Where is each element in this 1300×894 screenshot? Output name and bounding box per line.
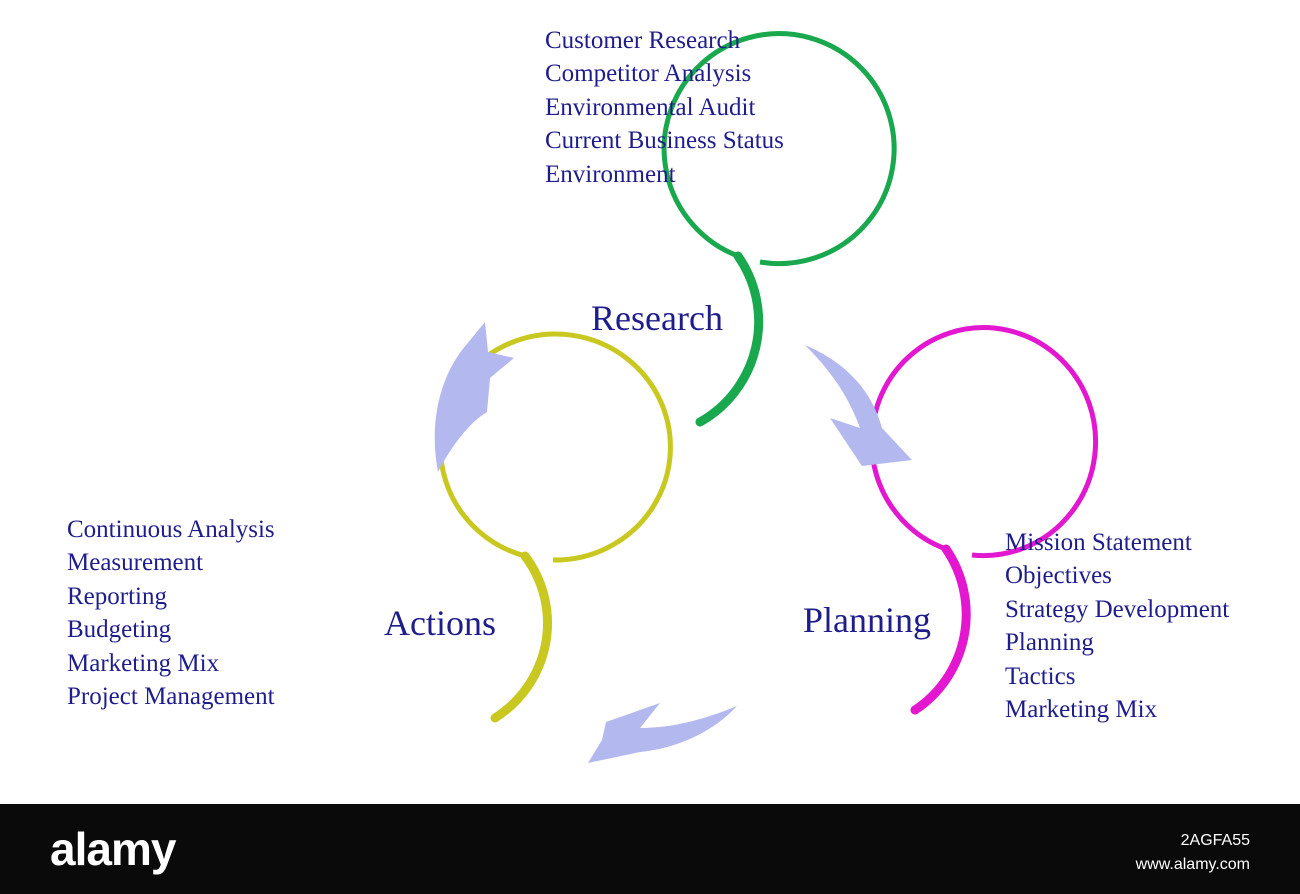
research-ring-accent — [695, 251, 764, 427]
actions-ring-accent — [490, 551, 552, 723]
list-item: Marketing Mix — [67, 649, 220, 677]
planning-circle — [869, 325, 1099, 715]
alamy-logo: alamy — [50, 823, 176, 875]
list-item: Environmental Audit — [545, 93, 756, 121]
research-node-label: Research — [591, 298, 723, 338]
list-item: Strategy Development — [1005, 595, 1230, 623]
actions-item-list: Continuous Analysis Measurement Reportin… — [67, 513, 275, 713]
arrow-planning-to-actions — [588, 703, 737, 763]
watermark-footer: alamy 2AGFA55 www.alamy.com — [0, 804, 1300, 894]
list-item: Objectives — [1005, 562, 1112, 590]
planning-ring — [869, 325, 1099, 559]
arrow-research-to-planning — [805, 345, 912, 466]
list-item: Reporting — [67, 582, 167, 610]
list-item: Mission Statement — [1005, 529, 1192, 556]
list-item: Project Management — [67, 683, 275, 711]
list-item: Marketing Mix — [1005, 696, 1158, 724]
list-item: Tactics — [1005, 662, 1076, 690]
list-item: Continuous Analysis — [67, 516, 275, 543]
planning-item-list: Mission Statement Objectives Strategy De… — [1005, 526, 1229, 726]
cycle-diagram — [434, 31, 1099, 763]
arrow-actions-to-research — [434, 322, 514, 472]
planning-node-label: Planning — [802, 600, 932, 640]
list-item: Measurement — [67, 549, 204, 577]
list-item: Competitor Analysis — [545, 60, 752, 88]
list-item: Customer Research — [545, 27, 741, 54]
list-item: Planning — [1005, 629, 1094, 657]
actions-ring — [437, 331, 673, 563]
list-item: Budgeting — [67, 616, 172, 644]
actions-node-label: Actions — [384, 603, 496, 643]
actions-circle — [437, 331, 673, 723]
research-circle — [661, 31, 897, 427]
research-ring — [661, 31, 897, 267]
image-id: 2AGFA55 — [1180, 832, 1250, 849]
research-item-list: Customer Research Competitor Analysis En… — [545, 24, 784, 191]
planning-ring-accent — [910, 544, 971, 715]
list-item: Environment — [545, 160, 676, 188]
footer-url: www.alamy.com — [1135, 856, 1250, 873]
list-item: Current Business Status — [545, 127, 784, 155]
